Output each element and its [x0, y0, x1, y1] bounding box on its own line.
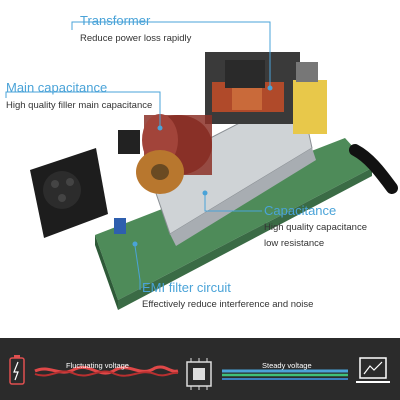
blue-capacitor [114, 218, 126, 234]
main-capacitance-description: High quality filler main capacitance [6, 100, 153, 111]
transformer-title: Transformer [80, 13, 151, 28]
voltage-waves [9, 355, 390, 390]
capacitance-description-line1: High quality capacitance [264, 222, 367, 233]
transformer-component [205, 52, 300, 124]
capacitance-description-line2: low resistance [264, 238, 325, 249]
ac-socket [30, 148, 108, 238]
transformer-description: Reduce power loss rapidly [80, 33, 192, 44]
capacitance-title: Capacitance [264, 203, 337, 218]
emi-filter-description: Effectively reduce interference and nois… [142, 299, 314, 310]
steady-voltage-label: Steady voltage [262, 361, 312, 370]
steady-wave [222, 369, 348, 380]
output-cable [349, 144, 398, 194]
yellow-capacitor [293, 80, 327, 134]
battery-charging-icon [9, 355, 25, 385]
small-component [118, 130, 140, 154]
connector [296, 62, 318, 82]
laptop-chart-icon [356, 357, 390, 383]
pcb-board [95, 138, 372, 300]
emi-filter-title: EMI filter circuit [142, 280, 231, 295]
chip-icon [186, 358, 212, 390]
callout-lines [5, 21, 271, 290]
fluctuating-voltage-label: Fluctuating voltage [66, 361, 129, 370]
main-capacitance-title: Main capacitance [6, 80, 108, 95]
